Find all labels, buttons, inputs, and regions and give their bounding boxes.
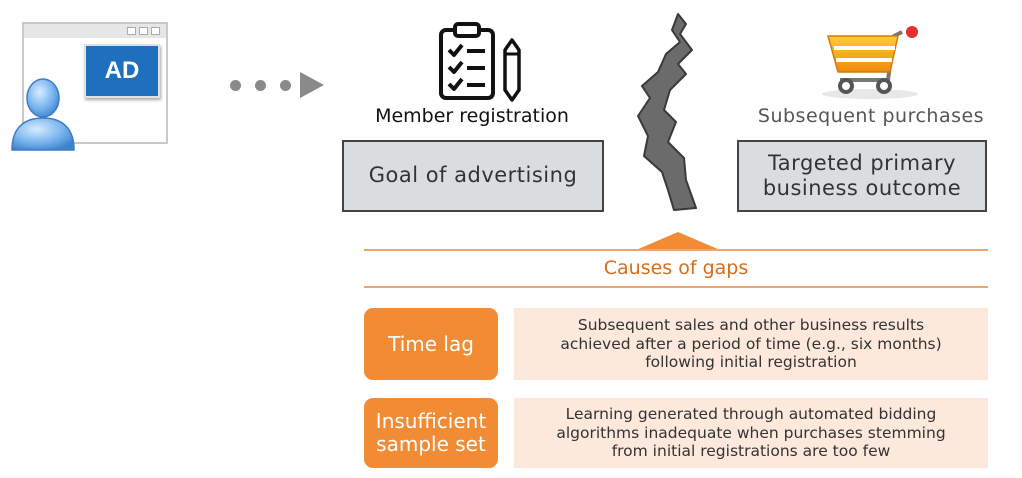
desc-line: Learning generated through automated bid… xyxy=(565,404,937,423)
outcome-box-line1: Targeted primary xyxy=(767,150,957,175)
pill-line: Insufficient xyxy=(375,409,487,433)
clipboard-checklist-icon xyxy=(439,22,495,100)
cause-insufficient-sample: Insufficient sample set xyxy=(364,398,498,468)
desc-line: algorithms inadequate when purchases ste… xyxy=(556,423,946,442)
desc-line: from initial registrations are too few xyxy=(611,442,891,461)
cause-insufficient-sample-description: Learning generated through automated bid… xyxy=(514,398,988,468)
desc-line: following initial registration xyxy=(645,353,857,372)
right-stage-caption: Subsequent purchases xyxy=(757,105,985,127)
ad-banner: AD xyxy=(84,44,160,98)
browser-title-bar xyxy=(24,24,166,38)
desc-line: achieved after a period of time (e.g., s… xyxy=(560,334,942,353)
pill-line: sample set xyxy=(376,432,486,456)
shopping-cart-icon xyxy=(822,26,918,99)
outcome-box: Targeted primary business outcome xyxy=(737,140,987,212)
crack-gap-icon xyxy=(637,13,697,211)
outcome-box-line2: business outcome xyxy=(762,176,962,200)
desc-line: Subsequent sales and other business resu… xyxy=(577,315,925,334)
user-avatar-icon xyxy=(11,78,75,151)
causes-top-rule xyxy=(364,249,988,251)
causes-title: Causes of gaps xyxy=(603,257,749,279)
flow-dots xyxy=(230,80,291,91)
pencil-icon xyxy=(503,38,521,102)
cause-time-lag: Time lag xyxy=(364,308,498,380)
browser-window: AD xyxy=(22,22,168,144)
causes-bottom-rule xyxy=(364,286,988,288)
arrow-right-icon xyxy=(300,72,324,98)
left-stage-caption: Member registration xyxy=(375,105,569,127)
goal-box: Goal of advertising xyxy=(342,140,604,212)
up-triangle-icon xyxy=(636,232,720,250)
cause-time-lag-description: Subsequent sales and other business resu… xyxy=(514,308,988,380)
window-controls xyxy=(127,27,160,35)
